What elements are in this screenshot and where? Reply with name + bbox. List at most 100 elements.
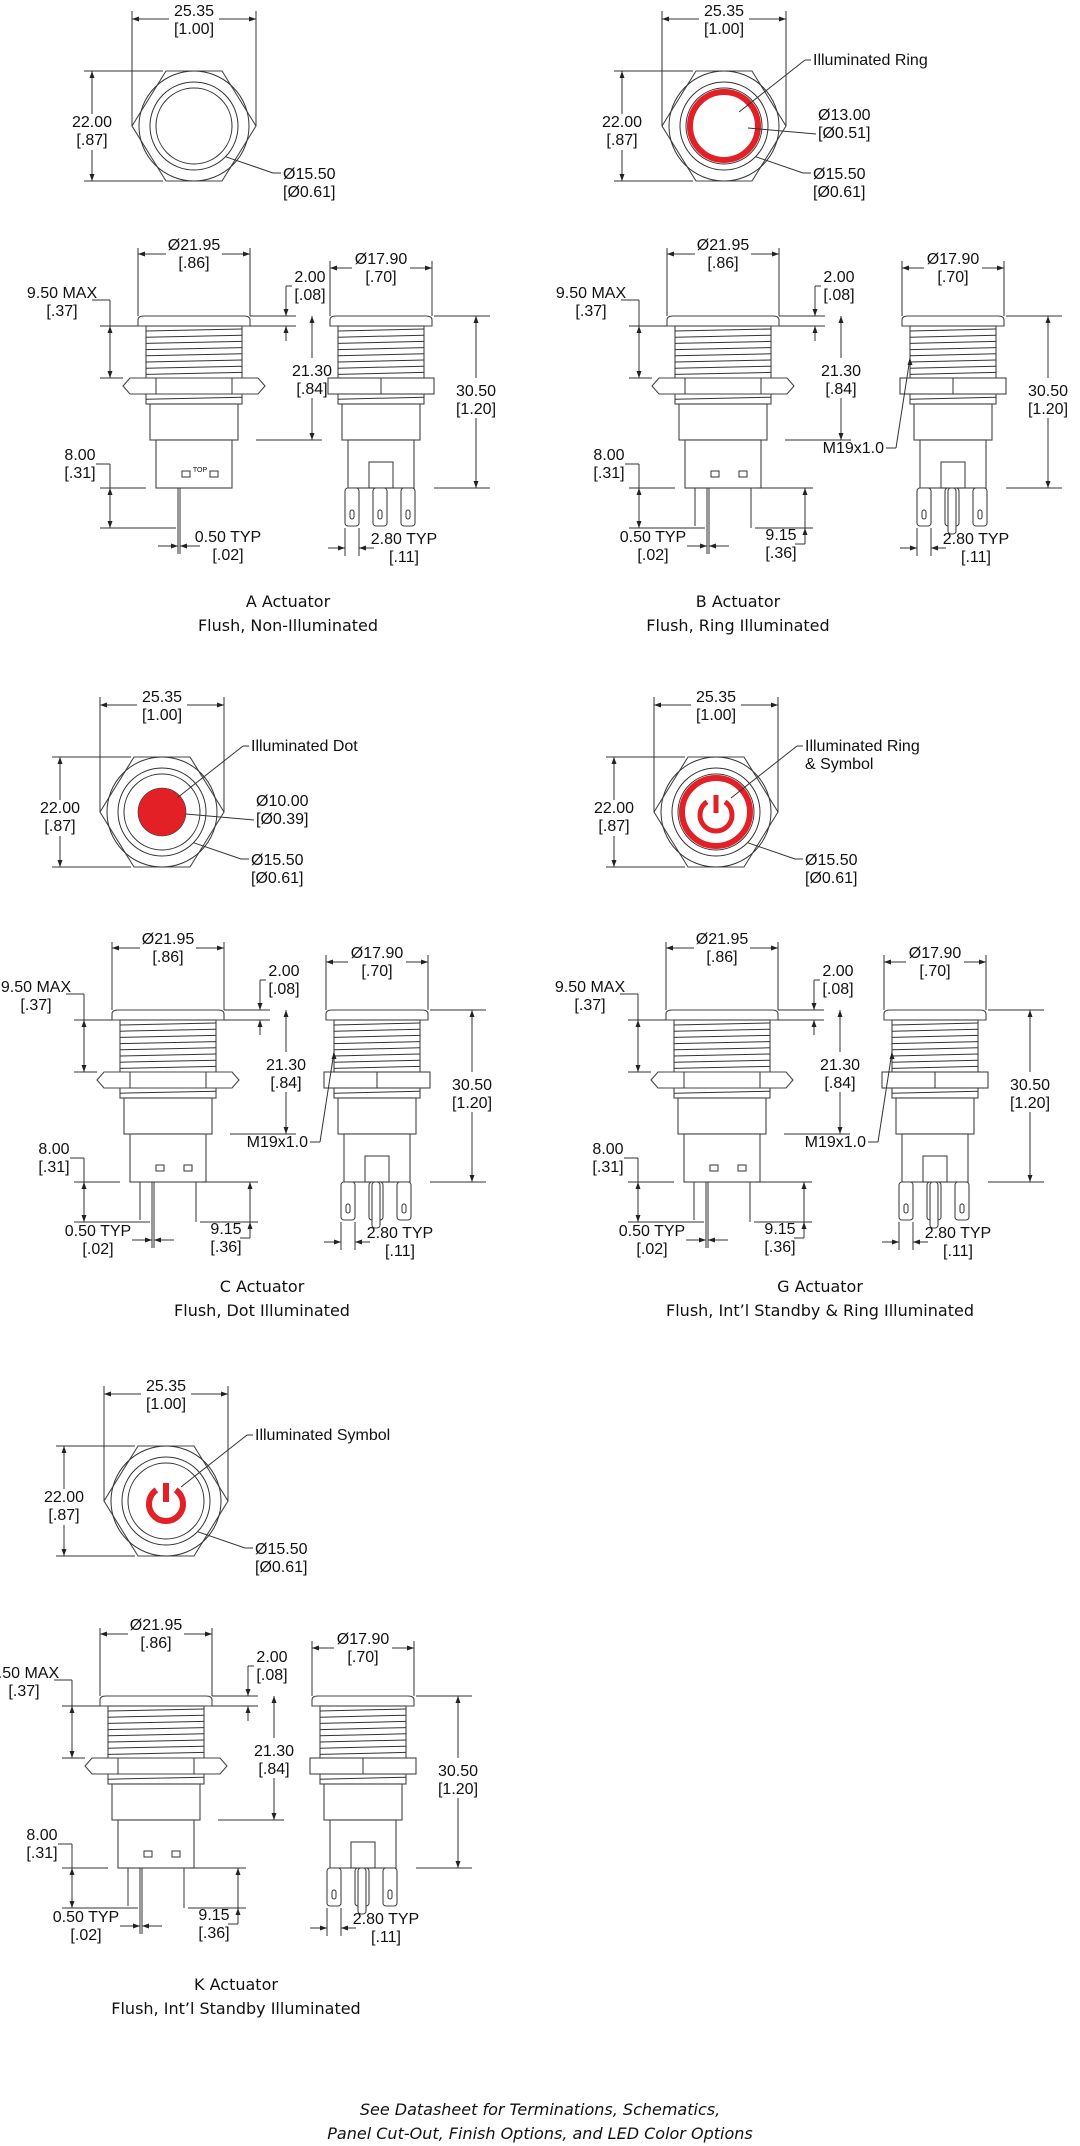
led-pin-length-mm: 9.15	[198, 1907, 229, 1924]
thread-line	[107, 1776, 205, 1780]
top-mark-right	[738, 470, 748, 478]
arrow-head	[425, 265, 432, 271]
side-diameter-mm: Ø17.90	[355, 251, 408, 268]
top-mark-right	[183, 1164, 193, 1172]
total-length-mm: 30.50	[438, 1763, 478, 1780]
bezel-circle	[117, 767, 207, 857]
thread-line	[319, 1727, 407, 1731]
led-terminal	[357, 1867, 367, 1915]
terminal-width-mm: 2.80 TYP	[925, 1225, 991, 1242]
thread-line	[337, 365, 425, 369]
arrow-head	[837, 1010, 843, 1017]
body-length-in: [.84]	[270, 1075, 301, 1092]
top-mark-left	[710, 470, 720, 478]
arrow-head	[338, 545, 345, 551]
actuator-circle	[155, 87, 233, 165]
quick-connect-terminal	[898, 1181, 914, 1221]
callout-label: Illuminated Symbol	[255, 1427, 390, 1444]
flange-thickness-mm: 2.00	[294, 269, 325, 286]
thread-line	[674, 371, 772, 375]
arrow-head	[892, 1239, 899, 1245]
thread-line	[891, 1047, 979, 1051]
thread-line	[673, 1090, 771, 1094]
quick-connect-terminal	[372, 487, 388, 527]
arrow-head	[81, 1215, 87, 1222]
total-length-mm: 30.50	[1010, 1077, 1050, 1094]
arrow-head	[107, 371, 113, 378]
thread-line	[674, 347, 772, 351]
led-terminal	[947, 487, 957, 535]
flange-diameter-in: [.86]	[707, 255, 738, 272]
arrow-head	[837, 1127, 843, 1134]
flange	[137, 315, 251, 327]
thread-line	[145, 365, 243, 369]
thread-line	[909, 359, 997, 363]
flange-diameter-in: [.86]	[140, 1635, 171, 1652]
arrow-head	[979, 959, 986, 965]
flange	[325, 1009, 429, 1021]
leader-line	[738, 59, 806, 113]
terminal-hole	[349, 509, 355, 520]
arrow-head	[283, 1010, 289, 1017]
terminal-width-mm: 2.80 TYP	[371, 531, 437, 548]
lower-housing	[341, 403, 421, 441]
hex-width-mm: 25.35	[174, 3, 214, 20]
total-length-mm: 30.50	[1028, 383, 1068, 400]
bezel-outer-circle	[110, 1445, 222, 1557]
quick-connect-terminal	[916, 487, 932, 527]
thread-line	[909, 340, 997, 344]
side-diameter-mm: Ø17.90	[927, 251, 980, 268]
thread-line	[119, 1065, 217, 1069]
arrow-head	[907, 358, 913, 365]
flange-thickness-in: [.08]	[268, 981, 299, 998]
terminal-width-in: [.11]	[389, 549, 419, 566]
switch-base	[684, 439, 762, 489]
arrow-head	[245, 1689, 251, 1696]
lower-housing	[678, 403, 768, 441]
thread-line	[119, 1090, 217, 1094]
thread-line	[673, 1053, 771, 1057]
arrow-head	[283, 1127, 289, 1134]
arrow-head	[913, 1239, 920, 1245]
hex-width-in: [1.00]	[696, 707, 736, 724]
thread-line	[333, 1065, 421, 1069]
arrow-head	[112, 945, 119, 951]
arrow-head	[145, 1237, 152, 1243]
arrow-head	[283, 309, 289, 316]
leader-line	[730, 745, 798, 799]
thread-line	[891, 1041, 979, 1045]
hex-width-in: [1.00]	[146, 1396, 186, 1413]
led-pin-length-mm: 9.15	[765, 527, 796, 544]
pin-length-mm: 8.00	[593, 447, 624, 464]
thread-line	[673, 1047, 771, 1051]
bezel-circle	[149, 81, 239, 171]
panel-thickness-max-in: [.37]	[8, 1683, 39, 1700]
arrow-head	[636, 521, 642, 528]
thread-line	[674, 396, 772, 400]
arrow-head	[838, 316, 844, 323]
arrow-head	[320, 1925, 327, 1931]
front-view-a: 25.35[1.00]22.00[.87]Ø15.50[Ø0.61]	[72, 3, 336, 201]
arrow-head	[217, 702, 224, 708]
side-diameter-in: [.70]	[347, 1649, 378, 1666]
panel-thickness-max-mm: 9.50 MAX	[0, 1665, 59, 1682]
body-length-mm: 21.30	[292, 363, 332, 380]
arrow-head	[636, 371, 642, 378]
terminal-width-in: [.11]	[943, 1243, 973, 1260]
arrow-head	[235, 1868, 241, 1875]
flange-thickness-in: [.08]	[822, 981, 853, 998]
terminal-hole	[405, 509, 411, 520]
arrow-head	[1045, 316, 1051, 323]
pin-length-in: [.31]	[592, 1159, 623, 1176]
total-length-in: [1.20]	[438, 1781, 478, 1798]
panel-thickness-max-in: [.37]	[46, 303, 77, 320]
pin-width-mm: 0.50 TYP	[620, 529, 686, 546]
thread-line	[319, 1720, 407, 1724]
inner-diameter-in: [Ø0.51]	[818, 125, 870, 142]
arrow-head	[334, 1239, 341, 1245]
arrow-head	[205, 1631, 212, 1637]
actuator-title: G Actuator	[777, 1277, 863, 1296]
arrow-head	[1027, 1010, 1033, 1017]
bezel-diameter-in: [Ø0.61]	[283, 184, 335, 201]
arrow-head	[635, 1020, 641, 1027]
